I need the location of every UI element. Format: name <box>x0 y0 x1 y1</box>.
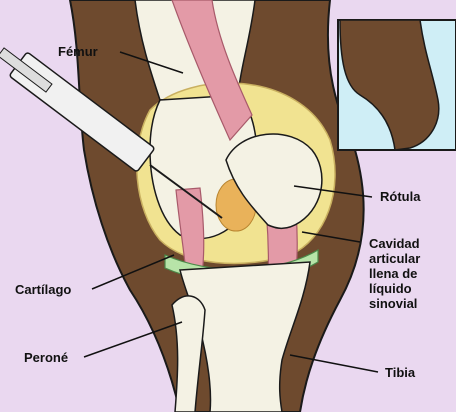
label-femur: Fémur <box>58 44 98 59</box>
label-joint-cavity: Cavidad articular llena de líquido sinov… <box>369 236 420 311</box>
label-joint-cavity-line-3: llena de <box>369 266 417 281</box>
label-patella: Rótula <box>380 189 421 204</box>
label-tibia: Tibia <box>385 365 416 380</box>
label-cartilage: Cartílago <box>15 282 71 297</box>
label-fibula: Peroné <box>24 350 68 365</box>
label-joint-cavity-line-4: líquido <box>369 281 412 296</box>
inset-knee-view <box>338 20 456 150</box>
label-joint-cavity-line-1: Cavidad <box>369 236 420 251</box>
label-joint-cavity-line-2: articular <box>369 251 420 266</box>
label-joint-cavity-line-5: sinovial <box>369 296 417 311</box>
